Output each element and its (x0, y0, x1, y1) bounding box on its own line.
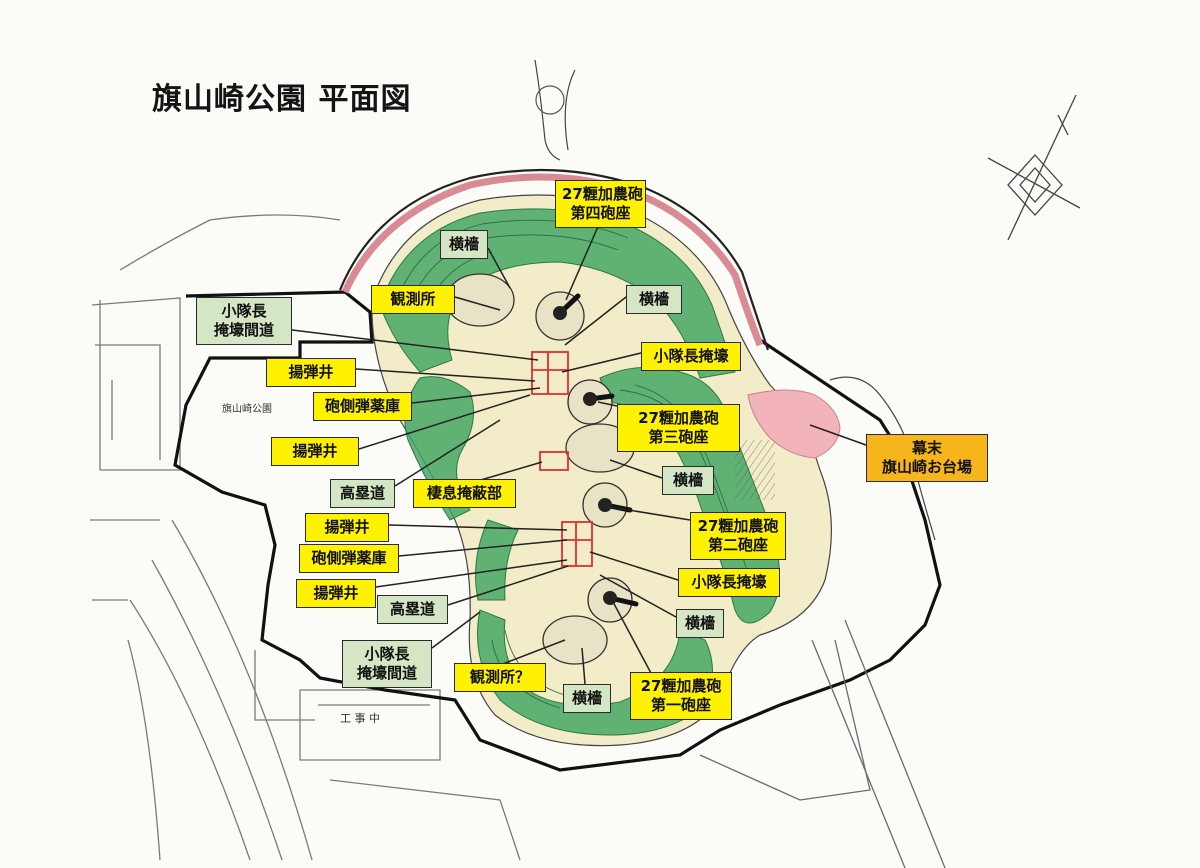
label-bakumatsu-battery: 幕末旗山崎お台場 (866, 434, 988, 482)
label-casemate: 棲息掩蔽部 (413, 479, 516, 508)
label-ammo-well-3: 揚弾井 (305, 513, 389, 542)
bakumatsu-battery-area (747, 389, 841, 459)
label-cannon-3: 27糎加農砲第三砲座 (617, 404, 740, 452)
label-yagura-2: 横檣 (676, 609, 724, 638)
north-compass-icon (987, 94, 1081, 241)
label-high-rampart-south: 高塁道 (377, 595, 448, 624)
label-yagura-4: 横檣 (626, 285, 682, 314)
label-yagura-south: 横檣 (563, 684, 611, 713)
road-lines-right (699, 619, 946, 868)
label-platoon-shelter-south: 小隊長掩壕 (678, 568, 780, 597)
label-magazine-2: 砲側弾薬庫 (299, 544, 399, 573)
construction-map-text: 工 事 中 (340, 712, 380, 725)
label-ammo-well-2: 揚弾井 (271, 437, 359, 466)
label-magazine-1: 砲側弾薬庫 (313, 392, 412, 421)
label-cannon-1: 27糎加農砲第一砲座 (630, 672, 732, 720)
coastline (534, 59, 936, 541)
label-high-rampart-north: 高塁道 (330, 479, 395, 508)
ruin-markers (531, 351, 593, 567)
label-observation-post-query: 観測所？ (454, 663, 546, 692)
label-cannon-2: 27糎加農砲第二砲座 (690, 512, 786, 560)
islet (535, 85, 565, 115)
label-yagura-3: 横檣 (662, 466, 714, 495)
park-name-map-text: 旗山崎公園 (222, 402, 272, 415)
label-cannon-4: 27糎加農砲第四砲座 (555, 180, 646, 228)
label-platoon-shelter-north: 小隊長掩壕 (641, 342, 741, 371)
label-platoon-passage-north: 小隊長掩壕間道 (196, 297, 292, 345)
label-ammo-well-4: 揚弾井 (296, 579, 376, 608)
label-yagura-north: 横檣 (440, 230, 488, 259)
label-platoon-passage-south: 小隊長掩壕間道 (342, 640, 432, 688)
leader-lines (291, 221, 867, 685)
label-ammo-well-1: 揚弾井 (266, 358, 356, 387)
page-title: 旗山崎公園 平面図 (152, 82, 412, 117)
hatched-zone (735, 440, 775, 500)
label-observation-post: 観測所 (371, 285, 455, 314)
